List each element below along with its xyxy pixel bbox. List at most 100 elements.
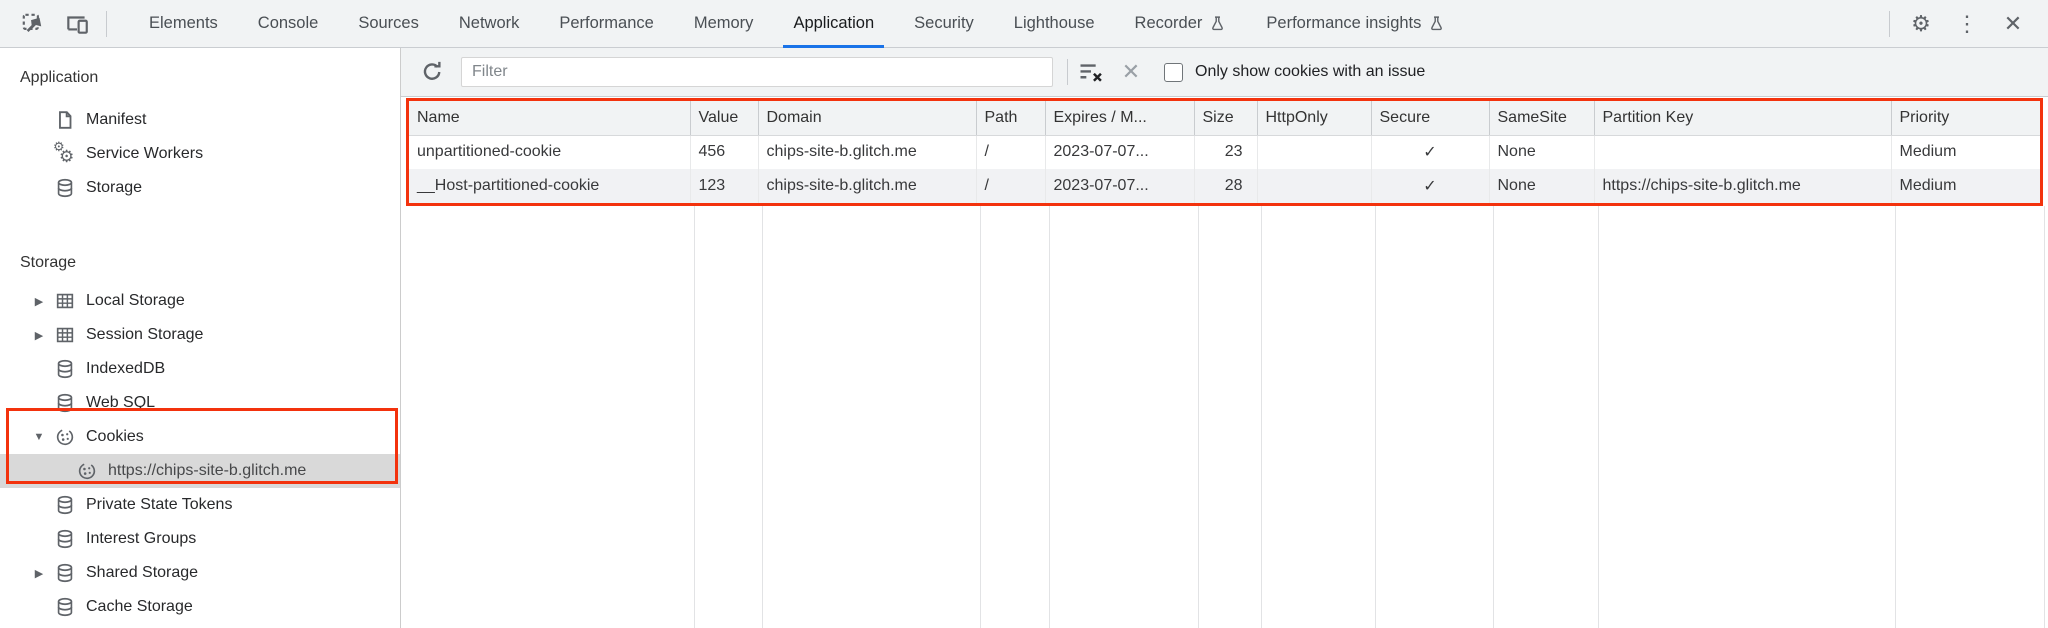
sidebar-item-label: Local Storage — [86, 292, 185, 309]
cell-secure[interactable]: ✓ — [1371, 169, 1490, 203]
chevron-down-icon[interactable]: ▼ — [33, 431, 45, 443]
sidebar-item-web-sql[interactable]: Web SQL — [0, 386, 400, 420]
sidebar-item-session-storage[interactable]: ▶ Session Storage — [0, 318, 400, 352]
tab-performance-insights[interactable]: Performance insights — [1246, 0, 1465, 48]
cookie-icon — [52, 424, 78, 450]
gear-icon[interactable]: ⚙ — [1911, 10, 1931, 36]
cell-partition-key[interactable]: https://chips-site-b.glitch.me — [1594, 169, 1892, 203]
devtools-tabbar: Elements Console Sources Network Perform… — [0, 0, 2048, 48]
sidebar-item-cookie-origin[interactable]: https://chips-site-b.glitch.me — [0, 454, 400, 488]
tab-label: Recorder — [1134, 14, 1203, 32]
service-worker-icon: ⚙⚙ — [53, 139, 75, 166]
cell-path[interactable]: / — [976, 135, 1046, 169]
tab-performance[interactable]: Performance — [539, 0, 673, 48]
sidebar-item-cookies[interactable]: ▼ Cookies — [0, 420, 400, 454]
grid-line — [1598, 206, 1599, 628]
chevron-right-icon[interactable]: ▶ — [34, 329, 44, 342]
cell-samesite[interactable]: None — [1489, 169, 1595, 203]
tab-console[interactable]: Console — [238, 0, 339, 48]
cell-partition-key[interactable] — [1594, 135, 1892, 169]
cell-httponly[interactable] — [1257, 169, 1372, 203]
database-icon — [52, 594, 78, 620]
column-header-domain[interactable]: Domain — [758, 101, 977, 136]
column-header-samesite[interactable]: SameSite — [1489, 101, 1595, 136]
tab-memory[interactable]: Memory — [674, 0, 774, 48]
sidebar-item-label: Web SQL — [86, 394, 156, 411]
tab-security[interactable]: Security — [894, 0, 994, 48]
column-header-partition-key[interactable]: Partition Key — [1594, 101, 1892, 136]
cell-size[interactable]: 28 — [1194, 169, 1258, 203]
tab-label: Lighthouse — [1013, 14, 1095, 32]
database-icon — [52, 526, 78, 552]
cookie-table: Name Value Domain Path Expires / M... Si… — [409, 101, 2040, 203]
tab-label: Console — [257, 14, 319, 32]
refresh-icon[interactable] — [417, 57, 447, 87]
cell-value[interactable]: 123 — [690, 169, 759, 203]
tab-elements[interactable]: Elements — [129, 0, 238, 48]
tab-label: Sources — [358, 14, 419, 32]
cookie-row-unpartitioned[interactable]: unpartitioned-cookie 456 chips-site-b.gl… — [409, 135, 2040, 169]
cookie-icon — [74, 458, 100, 484]
sidebar-section-storage: Storage — [20, 254, 77, 271]
cell-priority[interactable]: Medium — [1891, 169, 2040, 203]
sidebar-item-service-workers[interactable]: ⚙⚙ Service Workers — [0, 137, 400, 171]
delete-icon[interactable]: ✕ — [1121, 59, 1141, 84]
cell-expires[interactable]: 2023-07-07... — [1045, 169, 1195, 203]
inspect-icon[interactable] — [18, 9, 48, 39]
cell-name[interactable]: unpartitioned-cookie — [409, 135, 691, 169]
file-icon — [52, 107, 78, 133]
clear-filter-icon[interactable] — [1076, 57, 1106, 87]
tab-recorder[interactable]: Recorder — [1115, 0, 1247, 48]
sidebar-item-private-state-tokens[interactable]: Private State Tokens — [0, 488, 400, 522]
cell-httponly[interactable] — [1257, 135, 1372, 169]
cookie-row-host-partitioned[interactable]: __Host-partitioned-cookie 123 chips-site… — [409, 169, 2040, 203]
cell-priority[interactable]: Medium — [1899, 143, 1957, 161]
column-header-secure[interactable]: Secure — [1371, 101, 1490, 136]
sidebar-item-shared-storage[interactable]: ▶ Shared Storage — [0, 556, 400, 590]
kebab-menu-icon[interactable]: ⋮ — [1956, 10, 1978, 36]
column-header-httponly[interactable]: HttpOnly — [1257, 101, 1372, 136]
cell-samesite[interactable]: None — [1489, 135, 1595, 169]
sidebar-item-interest-groups[interactable]: Interest Groups — [0, 522, 400, 556]
tab-network[interactable]: Network — [439, 0, 540, 48]
cell-name[interactable]: __Host-partitioned-cookie — [409, 169, 691, 203]
column-header-size[interactable]: Size — [1194, 101, 1258, 136]
table-icon — [52, 288, 78, 314]
cell-size[interactable]: 23 — [1194, 135, 1258, 169]
column-header-name[interactable]: Name — [409, 101, 691, 136]
sidebar-item-label: Cookies — [86, 428, 144, 445]
column-header-priority[interactable]: Priority — [1891, 101, 2040, 136]
grid-line — [2044, 206, 2045, 628]
tab-label: Security — [914, 14, 974, 32]
table-icon — [52, 322, 78, 348]
cell-secure[interactable]: ✓ — [1371, 135, 1490, 169]
sidebar-item-storage[interactable]: Storage — [0, 171, 400, 205]
sidebar-item-manifest[interactable]: Manifest — [0, 103, 400, 137]
cell-path[interactable]: / — [976, 169, 1046, 203]
column-header-value[interactable]: Value — [690, 101, 759, 136]
cell-domain[interactable]: chips-site-b.glitch.me — [758, 169, 977, 203]
filter-input[interactable] — [461, 57, 1053, 87]
column-header-expires[interactable]: Expires / M... — [1045, 101, 1195, 136]
tab-lighthouse[interactable]: Lighthouse — [994, 0, 1115, 48]
tab-label: Application — [793, 14, 875, 32]
sidebar-item-cache-storage[interactable]: Cache Storage — [0, 590, 400, 624]
application-sidebar: Application Manifest ⚙⚙ Service Workers … — [0, 48, 401, 628]
column-header-path[interactable]: Path — [976, 101, 1046, 136]
close-icon[interactable]: ✕ — [2003, 10, 2023, 36]
sidebar-item-local-storage[interactable]: ▶ Local Storage — [0, 284, 400, 318]
tab-sources[interactable]: Sources — [338, 0, 439, 48]
database-icon — [52, 175, 78, 201]
cell-expires[interactable]: 2023-07-07... — [1045, 135, 1195, 169]
issues-checkbox[interactable] — [1164, 62, 1183, 82]
sidebar-item-indexeddb[interactable]: IndexedDB — [0, 352, 400, 386]
device-toolbar-icon[interactable] — [62, 9, 92, 39]
tab-application[interactable]: Application — [773, 0, 894, 48]
tab-label: Elements — [149, 14, 218, 32]
chevron-right-icon[interactable]: ▶ — [34, 567, 44, 580]
chevron-right-icon[interactable]: ▶ — [34, 295, 44, 308]
tab-label: Memory — [693, 14, 754, 32]
cell-value[interactable]: 456 — [690, 135, 759, 169]
cell-domain[interactable]: chips-site-b.glitch.me — [758, 135, 977, 169]
grid-line — [1375, 206, 1376, 628]
